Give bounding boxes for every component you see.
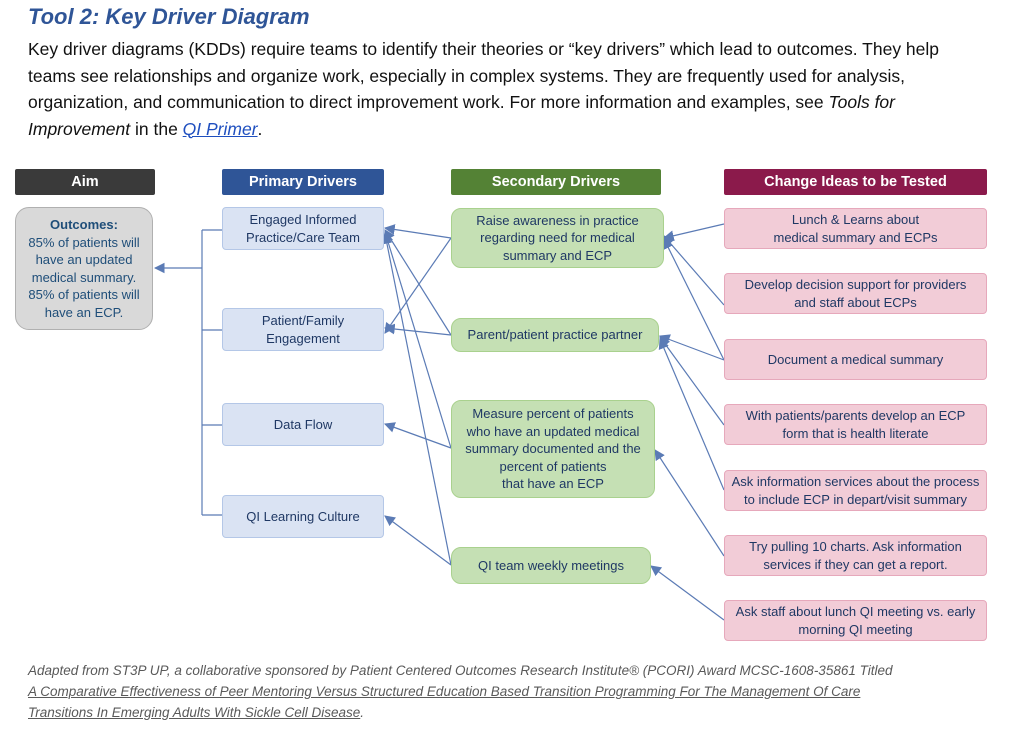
change-idea-ecp-form: With patients/parents develop an ECP for… [724, 404, 987, 445]
change-to-secondary-arrow [654, 449, 725, 557]
driver-text: QI team weekly meetings [478, 557, 624, 573]
change-to-secondary-arrow [663, 235, 725, 306]
intro-text: Key driver diagrams (KDDs) require teams… [28, 39, 940, 112]
idea-text: Lunch & Learns about [791, 212, 920, 227]
secondary-driver-measure-percent: Measure percent of patients who have an … [451, 400, 655, 498]
secondary-to-primary-arrow [382, 230, 452, 449]
driver-text: Engaged Informed [249, 212, 357, 227]
attribution-footer: Adapted from ST3P UP, a collaborative sp… [28, 660, 998, 723]
secondary-to-primary-arrow [384, 229, 452, 336]
idea-text: With patients/parents develop an ECP [745, 408, 966, 423]
driver-text: Patient/Family [261, 313, 345, 328]
intro-text-end: . [257, 118, 263, 139]
aim-line: 85% of patients will [28, 234, 140, 250]
aim-line: have an updated [35, 252, 133, 267]
primary-driver-engaged-team: Engaged Informed Practice/Care Team [222, 207, 384, 250]
change-idea-qi-meeting-time: Ask staff about lunch QI meeting vs. ear… [724, 600, 987, 641]
idea-text: Ask staff about lunch QI meeting vs. ear… [735, 604, 976, 619]
change-to-secondary-arrow [663, 238, 725, 361]
footer-title-line: A Comparative Effectiveness of Peer Ment… [28, 684, 861, 699]
driver-text: that have an ECP [502, 476, 604, 492]
aim-line: have an ECP. [44, 304, 124, 320]
change-idea-info-services-process: Ask information services about the proce… [724, 470, 987, 511]
primary-drivers-header: Primary Drivers [222, 169, 384, 195]
footer-title-line-end: Transitions In Emerging Adults With Sick… [28, 702, 998, 723]
change-to-secondary-arrow [658, 338, 725, 491]
change-to-secondary-arrow [658, 334, 725, 361]
secondary-to-primary-arrow [384, 237, 452, 334]
intro-paragraph: Key driver diagrams (KDDs) require teams… [28, 36, 978, 142]
driver-text: Raise awareness in practice [476, 212, 639, 228]
idea-text: Document a medical summary [767, 351, 944, 367]
driver-text: Measure percent of patients [472, 406, 634, 422]
driver-text: Practice/Care Team [246, 229, 360, 245]
secondary-to-primary-arrow [383, 422, 452, 449]
idea-text: Try pulling 10 charts. Ask information [749, 539, 962, 554]
driver-text: Parent/patient practice partner [467, 327, 643, 343]
idea-text: services if they can get a report. [763, 556, 948, 572]
aim-header: Aim [15, 169, 155, 195]
driver-text: who have an updated medical [466, 423, 640, 439]
change-idea-pull-charts: Try pulling 10 charts. Ask information s… [724, 535, 987, 576]
footer-period: . [360, 705, 365, 720]
intro-text-middle: in the [130, 118, 183, 139]
driver-text: summary and ECP [502, 247, 613, 263]
change-idea-decision-support: Develop decision support for providers a… [724, 273, 987, 314]
idea-text: Develop decision support for providers [744, 277, 967, 292]
driver-text: regarding need for medical [480, 230, 635, 246]
tools-for-improvement-text: Tools for Improvement [28, 92, 895, 139]
page-title: Tool 2: Key Driver Diagram [28, 4, 310, 29]
secondary-driver-raise-awareness: Raise awareness in practice regarding ne… [451, 208, 664, 268]
secondary-to-primary-arrow [384, 515, 452, 566]
change-idea-document-summary: Document a medical summary [724, 339, 987, 380]
secondary-drivers-header: Secondary Drivers [451, 169, 661, 195]
aim-line: 85% of patients will [28, 287, 140, 302]
idea-text: medical summary and ECPs [773, 229, 938, 245]
qi-primer-link[interactable]: QI Primer [182, 118, 258, 139]
footer-title-text: Transitions In Emerging Adults With Sick… [28, 705, 361, 720]
change-idea-lunch-learns: Lunch & Learns about medical summary and… [724, 208, 987, 249]
idea-text: and staff about ECPs [794, 294, 917, 310]
driver-text: Engagement [266, 330, 340, 346]
driver-text: percent of patients [499, 458, 607, 474]
footer-line: Adapted from ST3P UP, a collaborative sp… [28, 663, 893, 678]
idea-text: form that is health literate [782, 425, 929, 441]
secondary-driver-practice-partner: Parent/patient practice partner [451, 318, 659, 352]
change-to-secondary-arrow [650, 565, 725, 621]
idea-text: morning QI meeting [798, 621, 913, 637]
primary-driver-family-engagement: Patient/Family Engagement [222, 308, 384, 351]
secondary-driver-weekly-meetings: QI team weekly meetings [451, 547, 651, 584]
change-ideas-header: Change Ideas to be Tested [724, 169, 987, 195]
driver-text: QI Learning Culture [246, 508, 360, 524]
aim-line: medical summary. [31, 269, 137, 285]
driver-text: Data Flow [273, 416, 333, 432]
driver-text: summary documented and the [465, 441, 641, 457]
secondary-to-primary-arrow [383, 224, 452, 239]
change-to-secondary-arrow [662, 223, 725, 242]
primary-driver-qi-culture: QI Learning Culture [222, 495, 384, 538]
secondary-to-primary-arrow [381, 232, 452, 566]
idea-text: Ask information services about the proce… [731, 474, 980, 489]
change-to-secondary-arrow [659, 336, 725, 426]
primary-driver-data-flow: Data Flow [222, 403, 384, 446]
aim-outcomes-box: Outcomes: 85% of patients will have an u… [15, 207, 153, 330]
aim-heading: Outcomes: [50, 217, 118, 232]
secondary-to-primary-arrow [383, 323, 452, 336]
idea-text: to include ECP in depart/visit summary [743, 491, 968, 507]
